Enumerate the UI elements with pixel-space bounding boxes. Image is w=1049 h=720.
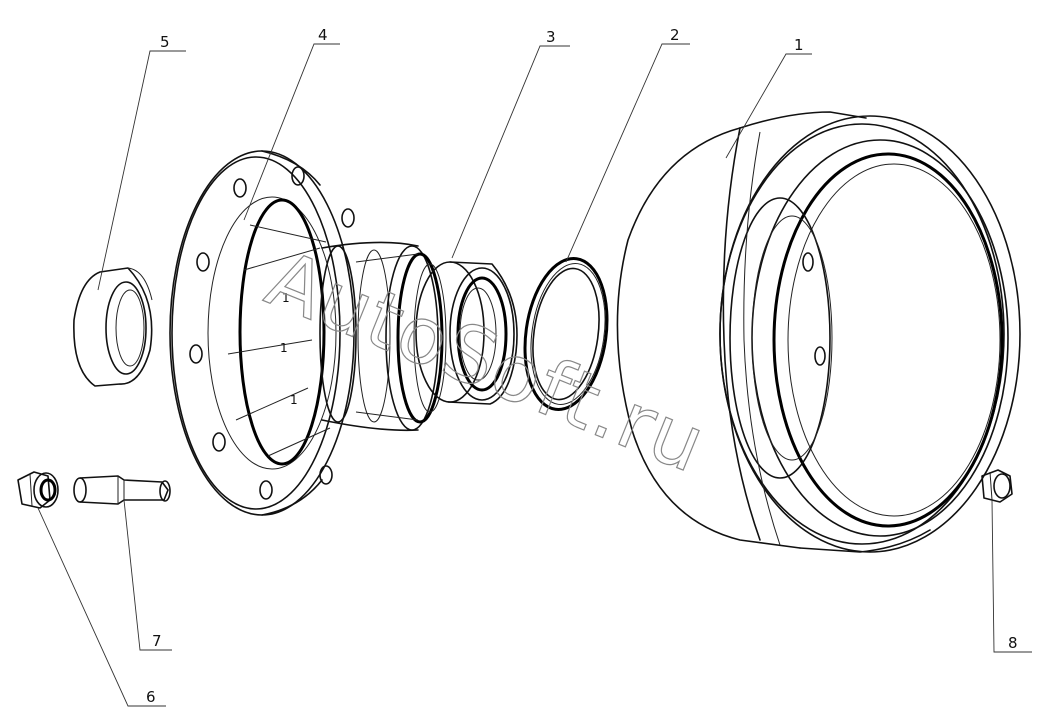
callout-2: 2 [670,26,680,44]
callout-labels: 1 2 3 4 5 6 7 8 [146,26,1018,706]
rib-mark: 1 [290,393,298,407]
part-7-wheel-stud [73,475,171,505]
callout-1: 1 [794,36,804,54]
part-3-bearing-ring [415,261,518,405]
part-2-retaining-ring [523,257,609,411]
callout-6: 6 [146,688,156,706]
part-5-spacer-washer [73,267,153,387]
hub-rib-marks: 1 1 1 [280,291,298,407]
rib-mark: 1 [280,341,288,355]
part-1-brake-drum [616,111,1021,553]
callout-4: 4 [318,26,328,44]
callout-5: 5 [160,33,170,51]
part-6-wheel-nut [17,471,59,509]
callout-8: 8 [1008,634,1018,652]
callout-7: 7 [152,632,162,650]
leader-lines [37,43,1032,707]
part-4-wheel-hub-flange [169,150,447,516]
rib-mark: 1 [282,291,290,305]
callout-3: 3 [546,28,556,46]
part-8-nut [981,469,1013,503]
